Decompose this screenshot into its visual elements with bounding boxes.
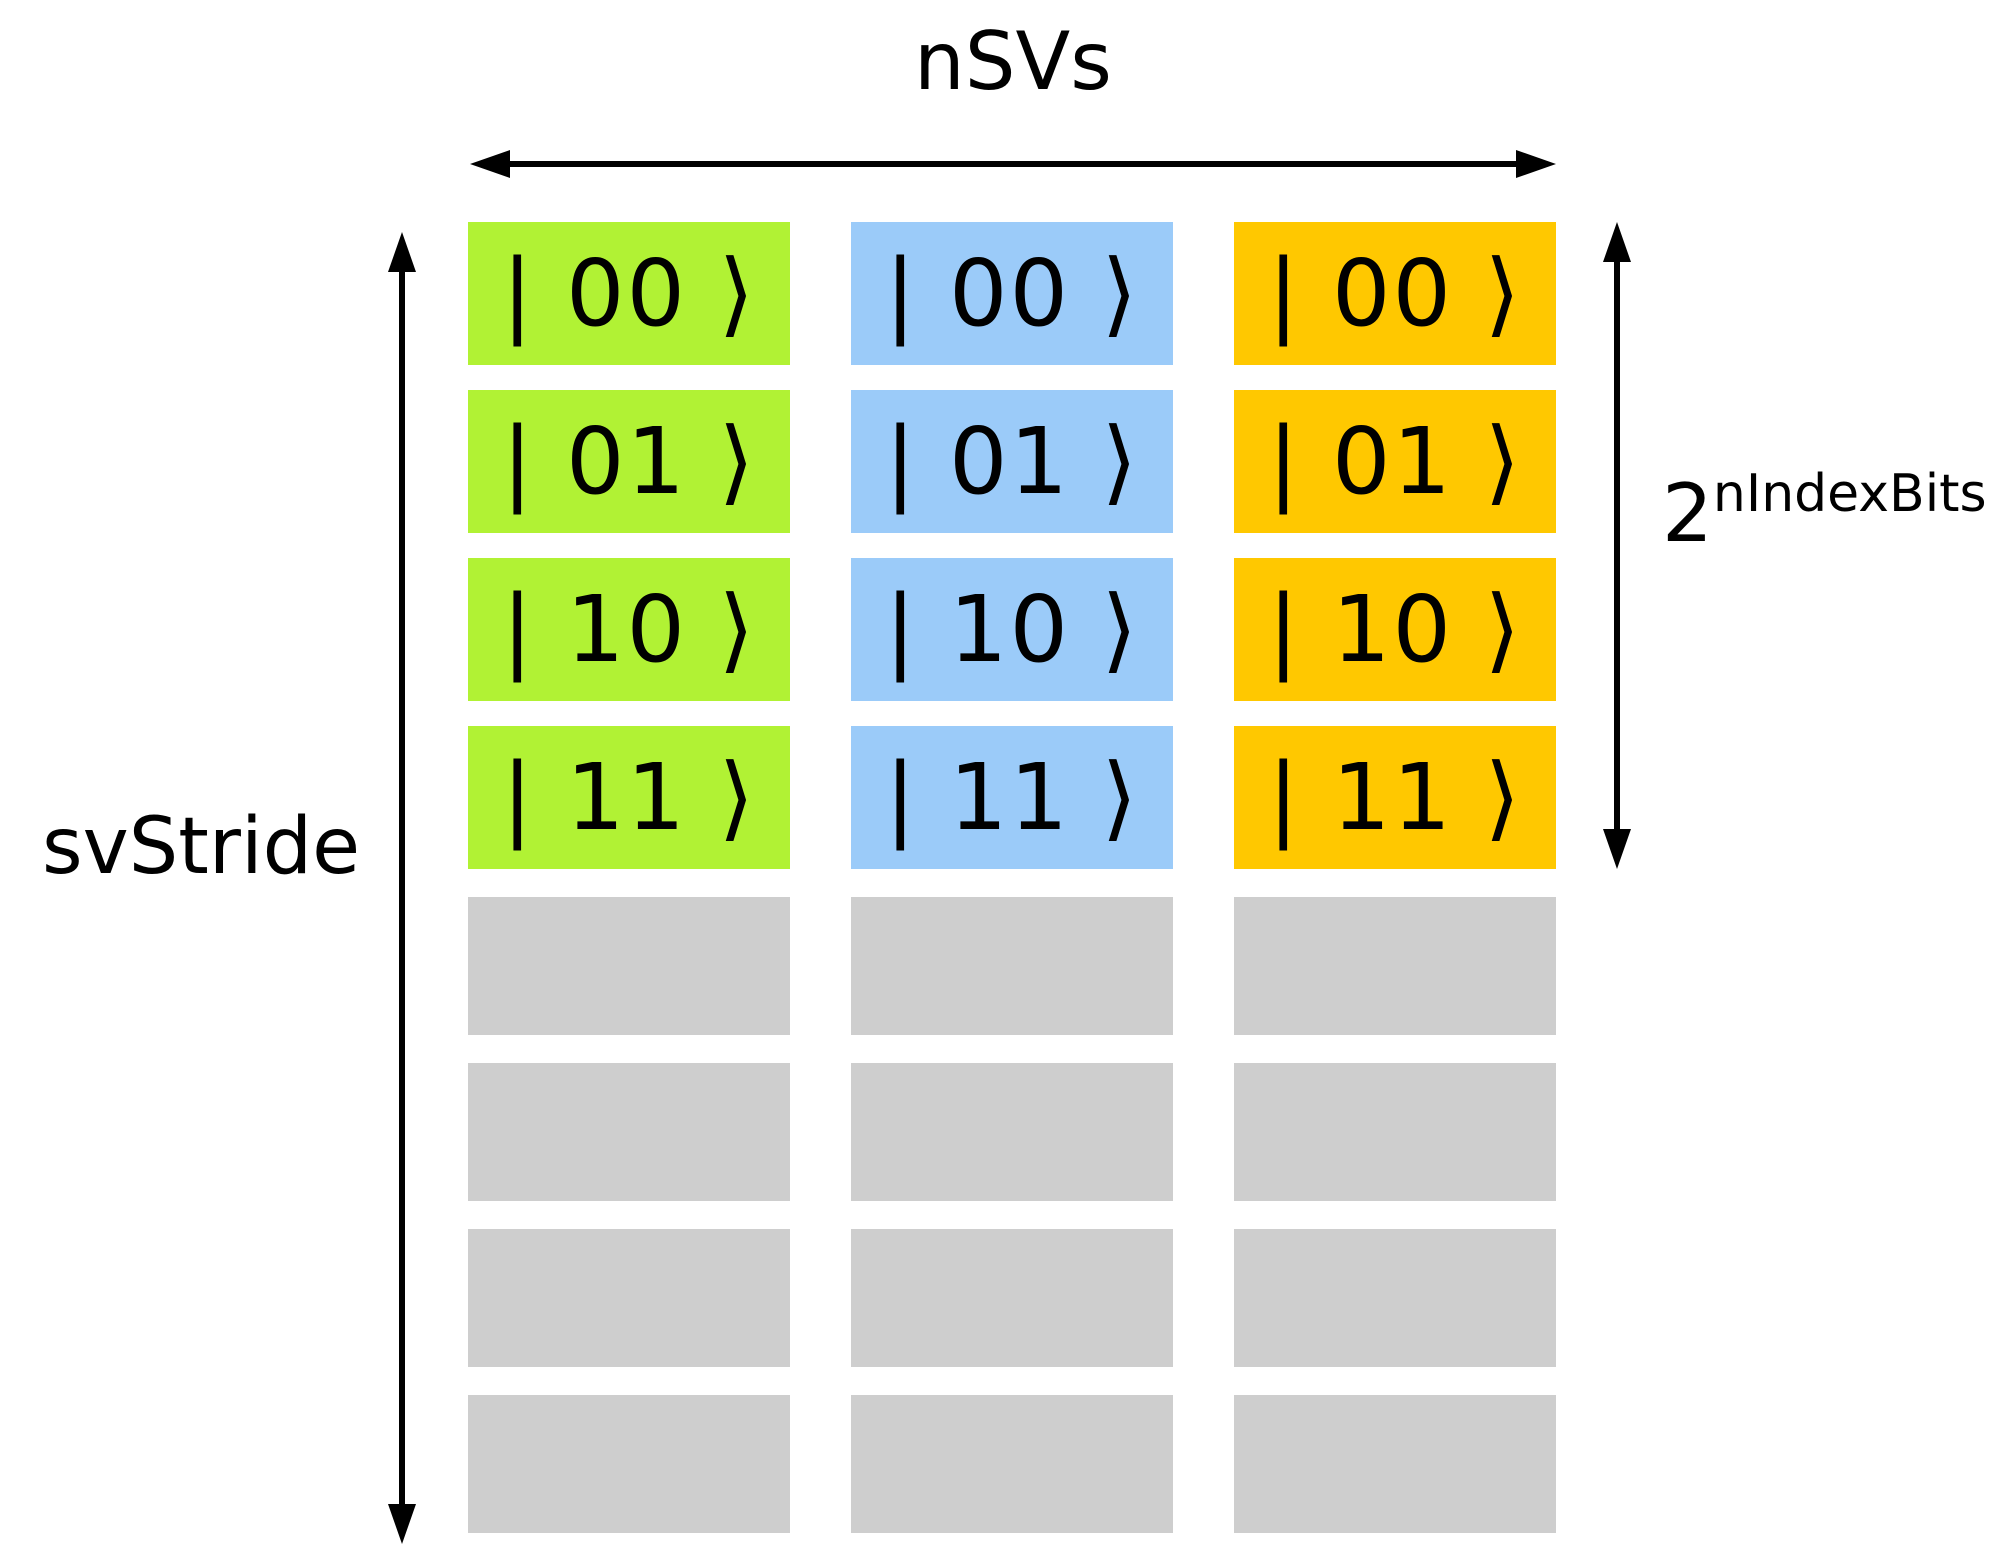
state-vector-1-empty-cell-0 (851, 897, 1173, 1035)
state-vector-1-empty-cell-1 (851, 1063, 1173, 1201)
state-vector-1-ket-cell-3: | 11 ⟩ (851, 726, 1173, 869)
nindexbits-label: 2nIndexBits (1662, 468, 1987, 554)
state-vector-0-ket-cell-2: | 10 ⟩ (468, 558, 790, 701)
state-vector-0-ket-cell-0: | 00 ⟩ (468, 222, 790, 365)
nsvs-arrow (470, 150, 1556, 178)
svstride-label: svStride (42, 802, 361, 892)
state-vector-2-ket-cell-0: | 00 ⟩ (1234, 222, 1556, 365)
state-vector-1-empty-cell-3 (851, 1395, 1173, 1533)
nindexbits-arrow (1603, 222, 1631, 869)
state-vector-2-ket-cell-3: | 11 ⟩ (1234, 726, 1556, 869)
svstride-arrow (388, 232, 416, 1544)
state-vector-1-empty-cell-2 (851, 1229, 1173, 1367)
state-vector-2-empty-cell-2 (1234, 1229, 1556, 1367)
state-vector-1-ket-cell-1: | 01 ⟩ (851, 390, 1173, 533)
state-vector-0-empty-cell-3 (468, 1395, 790, 1533)
state-vector-2-ket-cell-2: | 10 ⟩ (1234, 558, 1556, 701)
state-vector-0-empty-cell-1 (468, 1063, 790, 1201)
state-vector-2-empty-cell-0 (1234, 897, 1556, 1035)
state-vector-1-ket-cell-2: | 10 ⟩ (851, 558, 1173, 701)
state-vector-2-empty-cell-3 (1234, 1395, 1556, 1533)
state-vector-0-empty-cell-2 (468, 1229, 790, 1367)
state-vector-0-ket-cell-1: | 01 ⟩ (468, 390, 790, 533)
state-vector-1-ket-cell-0: | 00 ⟩ (851, 222, 1173, 365)
nindexbits-label-exponent: nIndexBits (1712, 464, 1987, 524)
state-vector-0-empty-cell-0 (468, 897, 790, 1035)
state-vector-0-ket-cell-3: | 11 ⟩ (468, 726, 790, 869)
nsvs-label: nSVs (914, 15, 1112, 108)
state-vector-2-empty-cell-1 (1234, 1063, 1556, 1201)
state-vector-2-ket-cell-1: | 01 ⟩ (1234, 390, 1556, 533)
nindexbits-label-base: 2 (1662, 467, 1713, 560)
